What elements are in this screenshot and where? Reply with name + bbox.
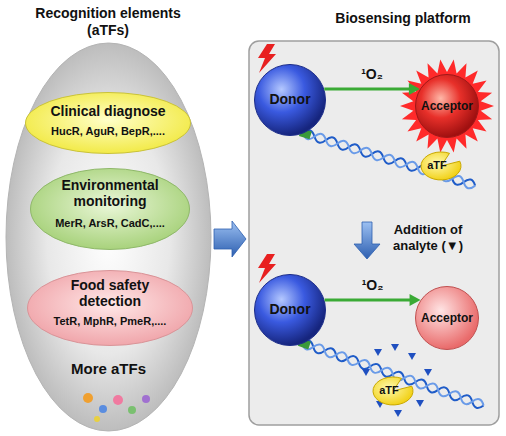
- node-text: MerR, ArsR, CadC,....: [38, 216, 182, 230]
- application-ellipse: Clinical diagnoseHucR, AguR, BepR,....: [25, 92, 191, 154]
- protein-outline: [421, 152, 461, 180]
- block-arrow-body: [214, 221, 246, 257]
- dot: [83, 393, 93, 403]
- node-title: Recognition elements (aTFs): [23, 5, 193, 39]
- dot: [99, 405, 107, 413]
- ellipse-outline: [26, 93, 191, 154]
- ellipse-outline: [28, 271, 193, 346]
- atf-protein: aTF: [372, 375, 414, 405]
- node-text: HucR, AguR, BepR,....: [33, 124, 183, 138]
- step-label: Addition of analyte (▼): [382, 222, 474, 254]
- application-ellipse: Environmental monitoringMerR, ArsR, CadC…: [30, 168, 190, 250]
- node-title: Environmental monitoring: [55, 177, 165, 209]
- acceptor-bead: Acceptor: [415, 74, 479, 138]
- node-title: Acceptor: [415, 99, 479, 113]
- dot: [94, 416, 100, 422]
- dot: [113, 395, 123, 405]
- donor-bead: Donor: [254, 64, 326, 136]
- edge-label: ¹O₂: [348, 277, 398, 294]
- node-title: Biosensing platform: [308, 10, 498, 27]
- application-ellipse-shape: [25, 92, 191, 154]
- dot: [142, 395, 150, 403]
- acceptor-bead: Acceptor: [415, 286, 479, 350]
- edge-label: ¹O₂: [347, 66, 397, 83]
- protein-outline: [373, 377, 413, 405]
- emission-burst: [400, 60, 494, 153]
- node-title: aTF: [373, 384, 405, 397]
- application-ellipse: Food safety detectionTetR, MphR, PmeR,..…: [27, 270, 193, 346]
- node-title: Food safety detection: [55, 277, 165, 309]
- dot: [128, 406, 136, 414]
- node-title: Donor: [254, 91, 326, 108]
- atf-protein: aTF: [420, 150, 462, 180]
- ellipse-outline: [255, 275, 326, 346]
- donor-bead: Donor: [254, 274, 326, 346]
- ellipse-outline: [416, 287, 479, 350]
- node-title: aTF: [421, 159, 453, 172]
- block-arrow: [214, 221, 246, 257]
- bead-outline: [416, 75, 479, 138]
- node-text: TetR, MphR, PmeR,....: [35, 314, 185, 328]
- panel-outline: [249, 41, 499, 425]
- node-title: Clinical diagnose: [33, 103, 183, 120]
- ellipse-outline: [255, 65, 326, 136]
- node-title: Donor: [254, 301, 326, 318]
- node-title: Acceptor: [415, 311, 479, 325]
- category-oval: Recognition elements (aTFs)More aTFsClin…: [5, 42, 212, 432]
- oval-outline: [6, 43, 211, 431]
- ellipse-outline: [31, 169, 190, 250]
- node-text: More aTFs: [5, 360, 212, 378]
